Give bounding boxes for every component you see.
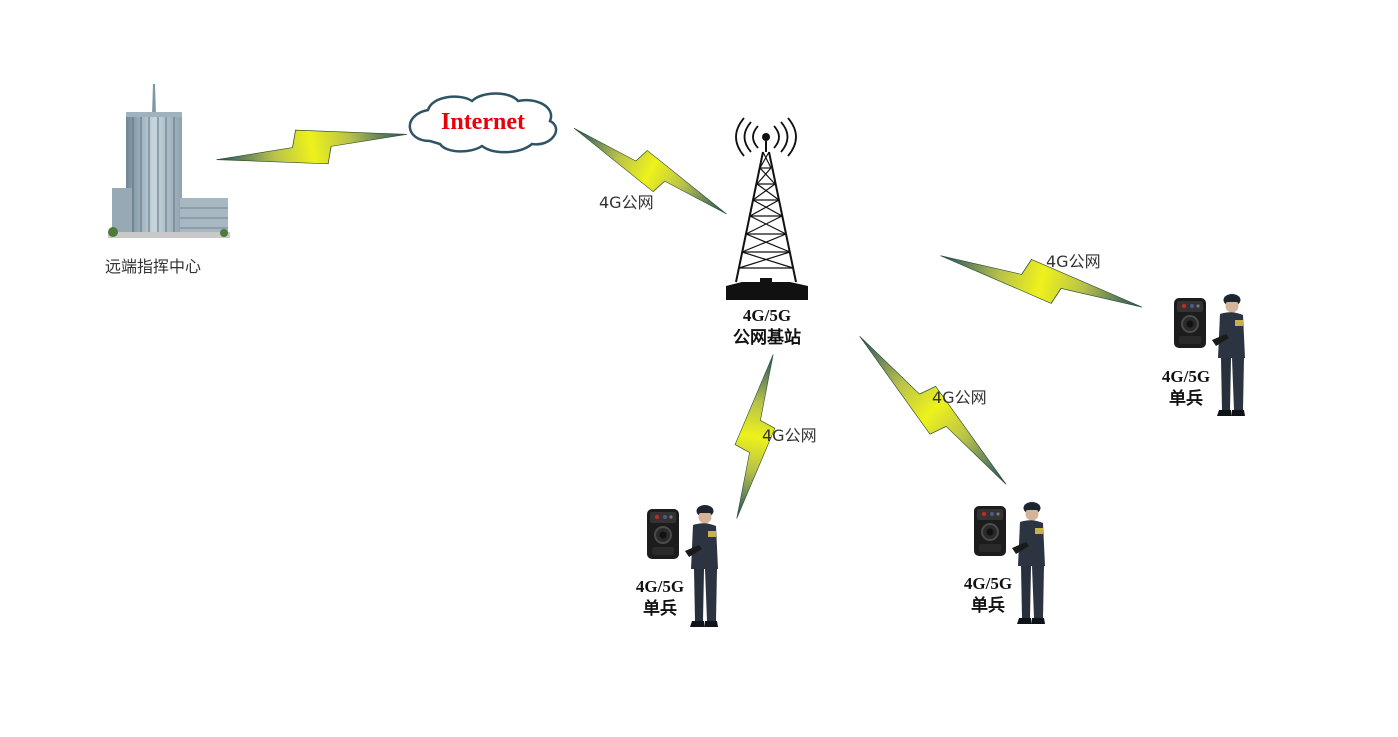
lightning-link-tower-soldier-mid xyxy=(844,323,1022,497)
soldier-label-line2: 单兵 xyxy=(643,599,677,618)
base-station-label-line2: 公网基站 xyxy=(733,328,801,347)
link-label-soldier-right: 4G公网 xyxy=(1046,252,1101,271)
link-label-internet-tower: 4G公网 xyxy=(599,193,654,212)
link-label-soldier-left: 4G公网 xyxy=(762,426,817,445)
building-icon xyxy=(108,84,230,238)
lightning-link-tower-soldier-right xyxy=(935,238,1148,324)
soldier-label-line2: 单兵 xyxy=(971,596,1005,615)
soldier-label-right: 4G/5G 单兵 xyxy=(1152,366,1220,410)
base-station-label: 4G/5G 公网基站 xyxy=(726,305,808,349)
soldier-label-line1: 4G/5G xyxy=(635,577,685,596)
soldier-label-mid: 4G/5G 单兵 xyxy=(954,573,1022,617)
cloud-icon xyxy=(408,92,558,154)
link-label-soldier-mid: 4G公网 xyxy=(932,388,987,407)
soldier-label-line1: 4G/5G xyxy=(1161,367,1211,386)
lightning-link-center-internet xyxy=(213,112,411,182)
soldier-label-left: 4G/5G 单兵 xyxy=(626,576,694,620)
command-center-label: 远端指挥中心 xyxy=(105,257,202,276)
internet-label: Internet xyxy=(441,109,525,135)
cell-tower-icon xyxy=(726,117,808,300)
base-station-label-line1: 4G/5G xyxy=(742,306,792,325)
soldier-label-line1: 4G/5G xyxy=(963,574,1013,593)
soldier-label-line2: 单兵 xyxy=(1169,389,1203,408)
